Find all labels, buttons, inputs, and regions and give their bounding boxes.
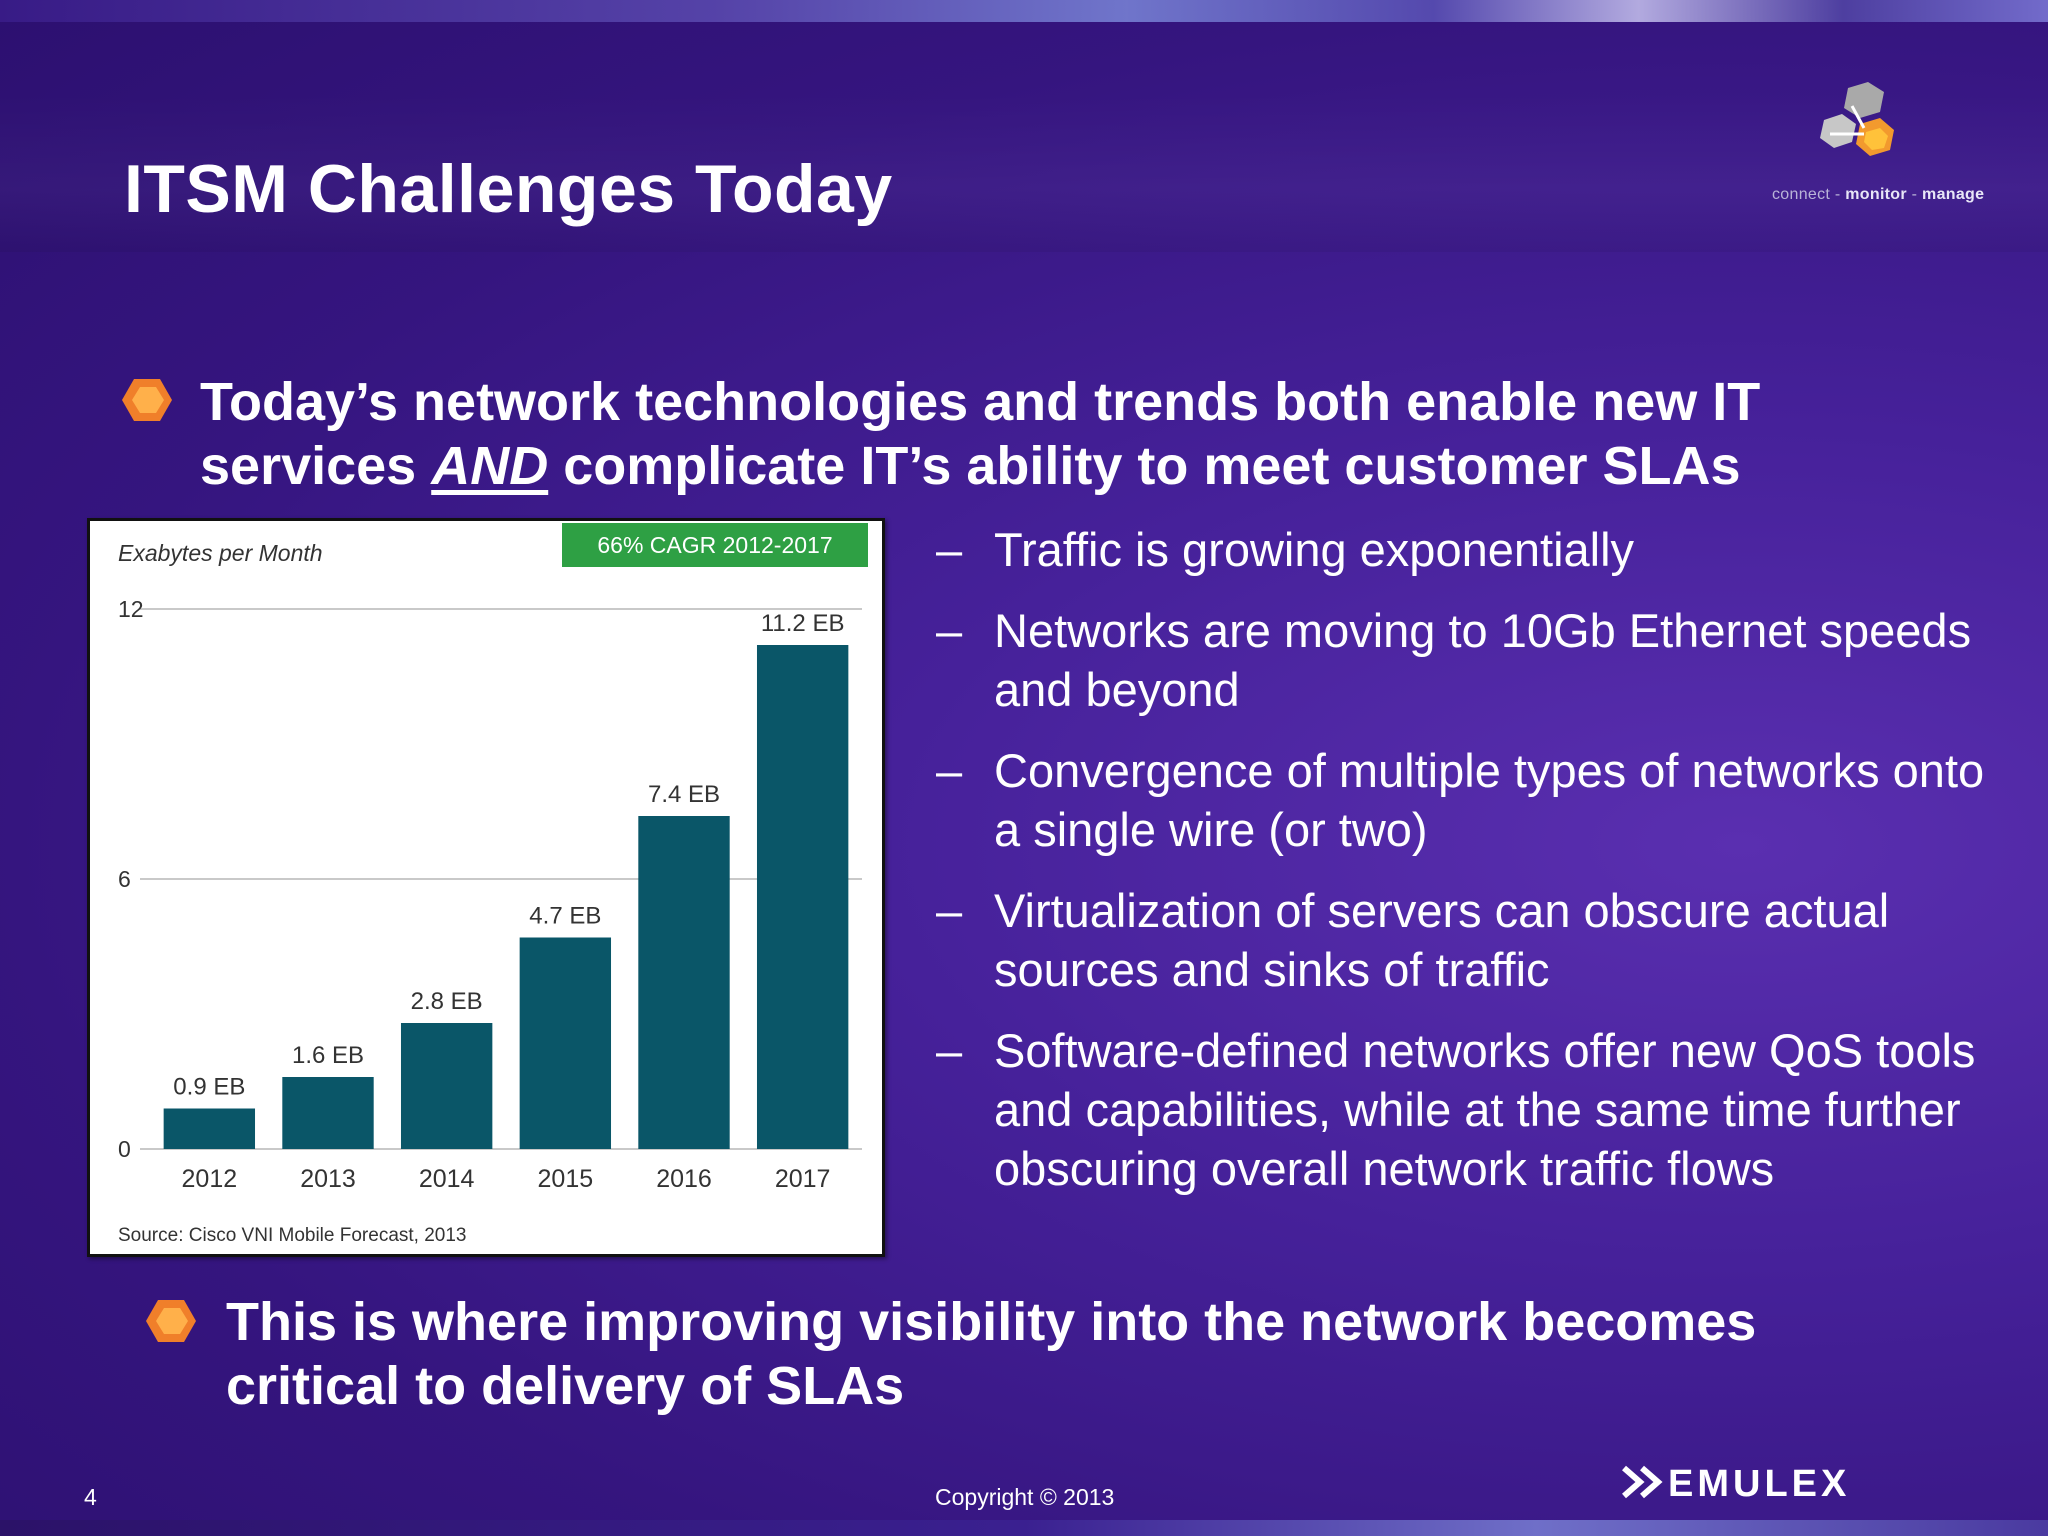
sub-bullet-text: Virtualization of servers can obscure ac… xyxy=(994,884,1890,996)
sub-bullet-text: Software-defined networks offer new QoS … xyxy=(994,1024,1976,1195)
x-tick-label: 2015 xyxy=(538,1165,594,1193)
emulex-mark-icon xyxy=(1622,1465,1663,1499)
logo-connector-lines xyxy=(1830,105,1866,136)
sub-bullet-text: Networks are moving to 10Gb Ethernet spe… xyxy=(994,604,1972,716)
bar-value-label: 0.9 EB xyxy=(173,1074,245,1101)
bullet1-emphasis: AND xyxy=(431,436,549,496)
sub-bullet-item: –Networks are moving to 10Gb Ethernet sp… xyxy=(936,601,2016,719)
y-tick-label: 6 xyxy=(118,866,131,892)
bar-value-label: 11.2 EB xyxy=(761,610,845,637)
bullet1-line1: Today’s network technologies and trends … xyxy=(200,372,1761,432)
title-band xyxy=(0,92,2048,252)
logo-hex-grey-top xyxy=(1844,82,1884,118)
emulex-wordmark: EMULEX xyxy=(1668,1463,1850,1505)
chart-source: Source: Cisco VNI Mobile Forecast, 2013 xyxy=(118,1225,467,1246)
bar-2012 xyxy=(163,1108,256,1149)
bar-value-label: 7.4 EB xyxy=(648,781,720,808)
y-tick-label: 12 xyxy=(118,596,144,622)
dash-marker: – xyxy=(936,744,963,797)
sub-bullet-item: –Virtualization of servers can obscure a… xyxy=(936,881,2016,999)
bar-2017 xyxy=(756,645,849,1149)
tagline-connect: connect xyxy=(1772,186,1831,203)
tagline-monitor: monitor xyxy=(1845,186,1907,203)
traffic-chart: Exabytes per Month 66% CAGR 2012-2017 0 6 12… xyxy=(87,518,885,1257)
dash-marker: – xyxy=(936,1024,963,1077)
hexagon-bullet-icon xyxy=(146,1300,196,1342)
dash-marker: – xyxy=(936,884,963,937)
sub-bullet-item: –Software-defined networks offer new QoS… xyxy=(936,1021,2016,1198)
bar-value-label: 4.7 EB xyxy=(529,903,601,930)
bullet-visibility: This is where improving visibility into … xyxy=(226,1292,1757,1416)
y-axis-label: Exabytes per Month xyxy=(118,540,323,566)
bar-2014 xyxy=(400,1023,493,1149)
bullet1-line2a: services xyxy=(200,436,432,496)
page-title: ITSM Challenges Today xyxy=(124,151,893,227)
bullet-network-trends: Today’s network technologies and trends … xyxy=(200,370,1900,498)
hexagon-bullet-icon xyxy=(122,379,172,421)
sub-bullet-list: –Traffic is growing exponentially–Networ… xyxy=(936,520,2016,1220)
bullet1-line2b: complicate IT’s ability to meet customer… xyxy=(548,436,1741,496)
bar-value-label: 1.6 EB xyxy=(292,1042,364,1069)
tagline-manage: manage xyxy=(1922,186,1985,203)
dash-marker: – xyxy=(936,523,963,576)
bar-2015 xyxy=(519,937,612,1149)
x-tick-label: 2014 xyxy=(419,1165,475,1193)
connect-monitor-manage-logo xyxy=(1820,82,1894,156)
logo-tagline: connect - monitor - manage xyxy=(1772,186,1985,203)
cagr-badge-text: 66% CAGR 2012-2017 xyxy=(597,532,832,558)
x-tick-label: 2017 xyxy=(775,1165,831,1193)
sub-bullet-text: Traffic is growing exponentially xyxy=(994,523,1635,576)
slide-number: 4 xyxy=(84,1484,97,1510)
x-tick-label: 2012 xyxy=(182,1165,238,1193)
sub-bullet-text: Convergence of multiple types of network… xyxy=(994,744,1985,856)
logo-hex-grey-left xyxy=(1820,114,1856,148)
bar-value-label: 2.8 EB xyxy=(411,988,483,1015)
emulex-logo: EMULEX xyxy=(1622,1463,1850,1505)
copyright-text: Copyright © 2013 xyxy=(935,1484,1115,1510)
y-tick-label: 0 xyxy=(118,1136,131,1162)
x-tick-label: 2013 xyxy=(300,1165,356,1193)
sub-bullet-item: –Traffic is growing exponentially xyxy=(936,520,2016,579)
bottom-decorative-strip xyxy=(0,1520,2048,1536)
dash-marker: – xyxy=(936,604,963,657)
bar-2013 xyxy=(282,1077,374,1149)
logo-hex-orange-inner xyxy=(1864,128,1888,150)
bar-2016 xyxy=(638,816,730,1149)
x-tick-label: 2016 xyxy=(656,1165,712,1193)
cagr-badge xyxy=(562,523,868,567)
sub-bullet-item: –Convergence of multiple types of networ… xyxy=(936,741,2016,859)
top-decorative-strip xyxy=(0,0,2048,22)
traffic-bar-chart-svg: Exabytes per Month 66% CAGR 2012-2017 0 6 12… xyxy=(118,523,868,1246)
